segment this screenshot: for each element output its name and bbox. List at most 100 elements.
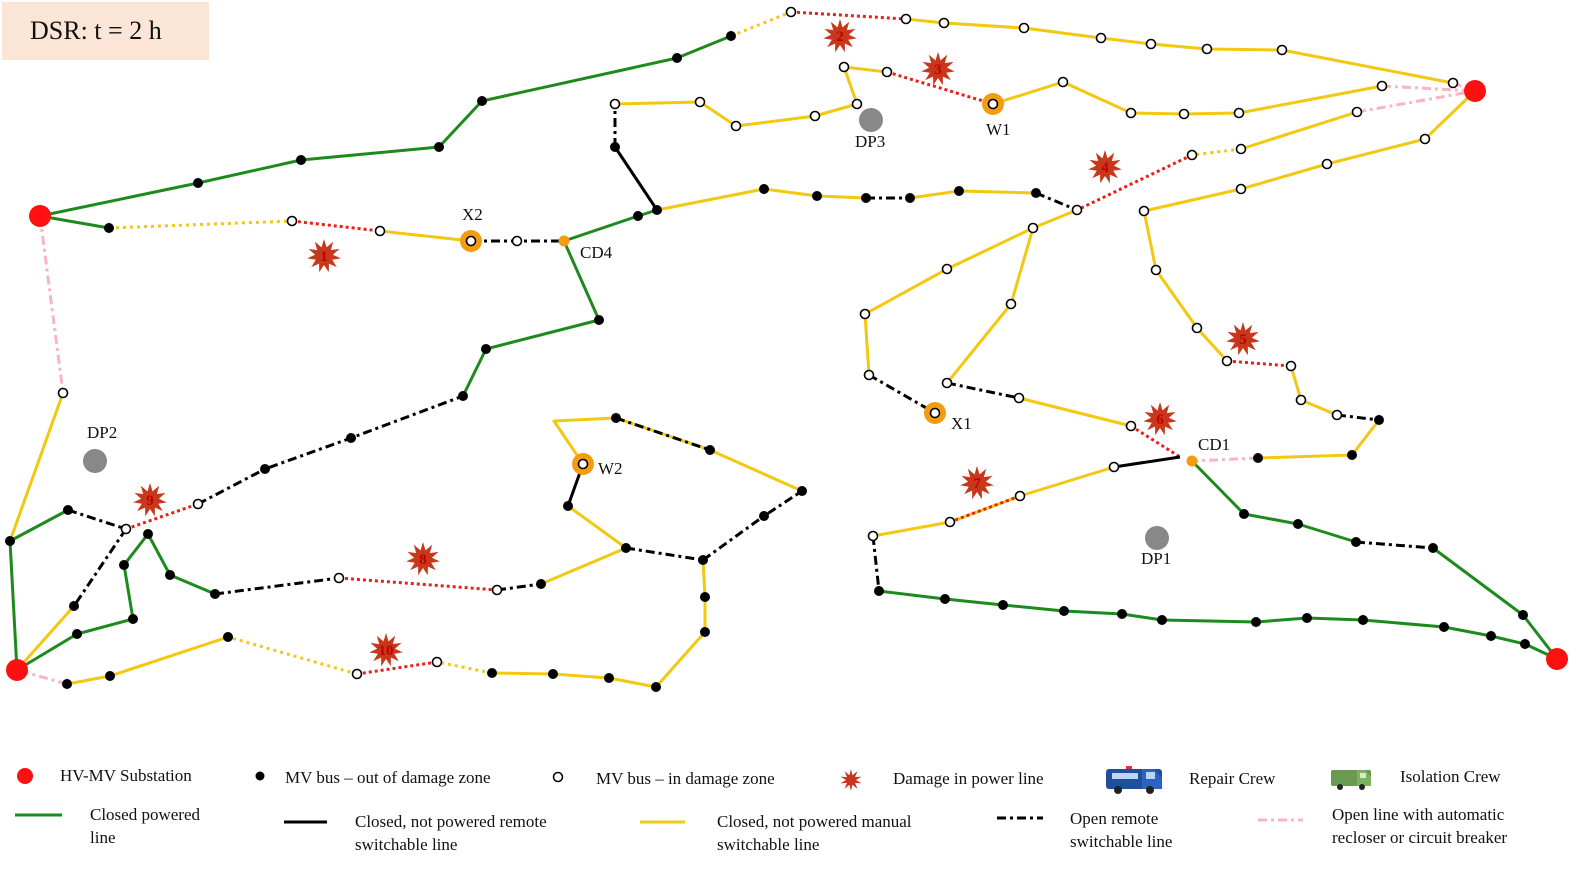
bus-in-damage-zone	[851, 98, 863, 110]
bus-out-of-damage-zone	[1031, 188, 1041, 198]
bus-out-of-damage-zone	[594, 315, 604, 325]
label-cd1: CD1	[1198, 435, 1230, 454]
power-line	[730, 10, 792, 38]
legend-open-recloser-label-1: Open line with automatic	[1332, 805, 1505, 824]
power-line	[1226, 359, 1292, 368]
bus-out-of-damage-zone	[700, 592, 710, 602]
edges-layer	[8, 10, 1559, 689]
power-line	[197, 394, 464, 506]
power-line	[1336, 413, 1380, 422]
damage-number: 2	[836, 29, 844, 45]
bus-out-of-damage-zone	[705, 445, 715, 455]
damage-number: 5	[1239, 332, 1247, 348]
bus-in-damage-zone	[1331, 409, 1343, 421]
bus-out-of-damage-zone	[812, 191, 822, 201]
legend-burst-shape	[840, 769, 862, 791]
bus-in-damage-zone	[1018, 22, 1030, 34]
power-line	[39, 214, 110, 230]
power-line	[125, 502, 199, 531]
bus-in-damage-zone	[941, 377, 953, 389]
bus-out-of-damage-zone	[861, 193, 871, 203]
bus-out-of-damage-zone	[5, 536, 15, 546]
bus-out-of-damage-zone	[1518, 610, 1528, 620]
bus-out-of-damage-zone	[1520, 639, 1530, 649]
bus-in-damage-zone	[1376, 80, 1388, 92]
bus-out-of-damage-zone	[1428, 543, 1438, 553]
power-line	[872, 520, 951, 538]
bus-out-of-damage-zone	[652, 205, 662, 215]
power-line	[461, 240, 601, 397]
nodes-layer	[5, 6, 1568, 692]
repair-crew-icon	[1106, 766, 1162, 794]
legend-isolation-crew-label: Isolation Crew	[1400, 767, 1501, 786]
power-line	[227, 635, 358, 676]
bus-out-of-damage-zone	[104, 223, 114, 233]
label-x2: X2	[462, 205, 483, 224]
bus-in-damage-zone	[374, 225, 386, 237]
power-line	[379, 229, 472, 243]
bus-in-damage-zone	[1233, 107, 1245, 119]
bus-out-of-damage-zone	[548, 669, 558, 679]
bus-out-of-damage-zone	[119, 560, 129, 570]
bus-out-of-damage-zone	[954, 186, 964, 196]
bus-in-damage-zone	[1150, 264, 1162, 276]
power-line	[1381, 84, 1476, 93]
bus-in-damage-zone	[1071, 204, 1083, 216]
bus-in-damage-zone	[1201, 43, 1213, 55]
bus-out-of-damage-zone	[346, 433, 356, 443]
label-x1: X1	[951, 414, 972, 433]
bus-out-of-damage-zone	[1351, 537, 1361, 547]
bus-out-of-damage-zone	[1253, 453, 1263, 463]
power-line	[39, 34, 732, 218]
bus-in-damage-zone	[577, 458, 589, 470]
depot-marker	[859, 108, 883, 132]
bus-out-of-damage-zone	[260, 464, 270, 474]
bus-in-damage-zone	[1447, 77, 1459, 89]
bus-in-damage-zone	[511, 235, 523, 247]
damage-number: 9	[146, 493, 154, 509]
power-line	[1142, 89, 1477, 363]
bus-out-of-damage-zone	[72, 629, 82, 639]
power-line	[338, 576, 498, 592]
legend-remote-closed-label-1: Closed, not powered remote	[355, 812, 547, 831]
power-line	[863, 208, 1078, 376]
damage-marker: 1	[307, 239, 341, 273]
power-line	[496, 582, 542, 592]
bus-in-damage-zone	[57, 387, 69, 399]
bus-in-damage-zone	[1108, 461, 1120, 473]
power-line	[1257, 419, 1381, 460]
bus-out-of-damage-zone	[1358, 615, 1368, 625]
power-line	[9, 508, 69, 543]
bus-out-of-damage-zone	[477, 96, 487, 106]
bus-out-of-damage-zone	[1374, 415, 1384, 425]
substation-marker	[29, 205, 51, 227]
legend-substation-label: HV-MV Substation	[60, 766, 192, 785]
bus-out-of-damage-zone	[62, 679, 72, 689]
legend-manual-closed-label-2: switchable line	[717, 835, 819, 854]
legend-bus-out-marker	[255, 771, 265, 781]
power-line	[38, 215, 65, 394]
power-line	[614, 66, 859, 128]
bus-out-of-damage-zone	[1439, 622, 1449, 632]
power-line	[67, 508, 127, 531]
power-line	[871, 535, 881, 592]
damage-number: 7	[973, 476, 981, 492]
bus-in-damage-zone	[900, 13, 912, 25]
damage-number: 8	[419, 552, 427, 568]
bus-out-of-damage-zone	[759, 184, 769, 194]
depots-layer	[83, 108, 1169, 550]
power-line	[909, 189, 1037, 200]
bus-in-damage-zone	[351, 668, 363, 680]
power-line	[66, 635, 229, 686]
power-line	[878, 589, 1558, 661]
legend-powered-label-1: Closed powered	[90, 805, 201, 824]
label-cd4: CD4	[580, 243, 613, 262]
damage-number: 3	[934, 62, 942, 78]
bus-out-of-damage-zone	[698, 555, 708, 565]
bus-in-damage-zone	[1235, 143, 1247, 155]
power-line	[567, 504, 627, 550]
power-line	[1432, 546, 1559, 660]
legend-bus-in-marker	[552, 771, 564, 783]
